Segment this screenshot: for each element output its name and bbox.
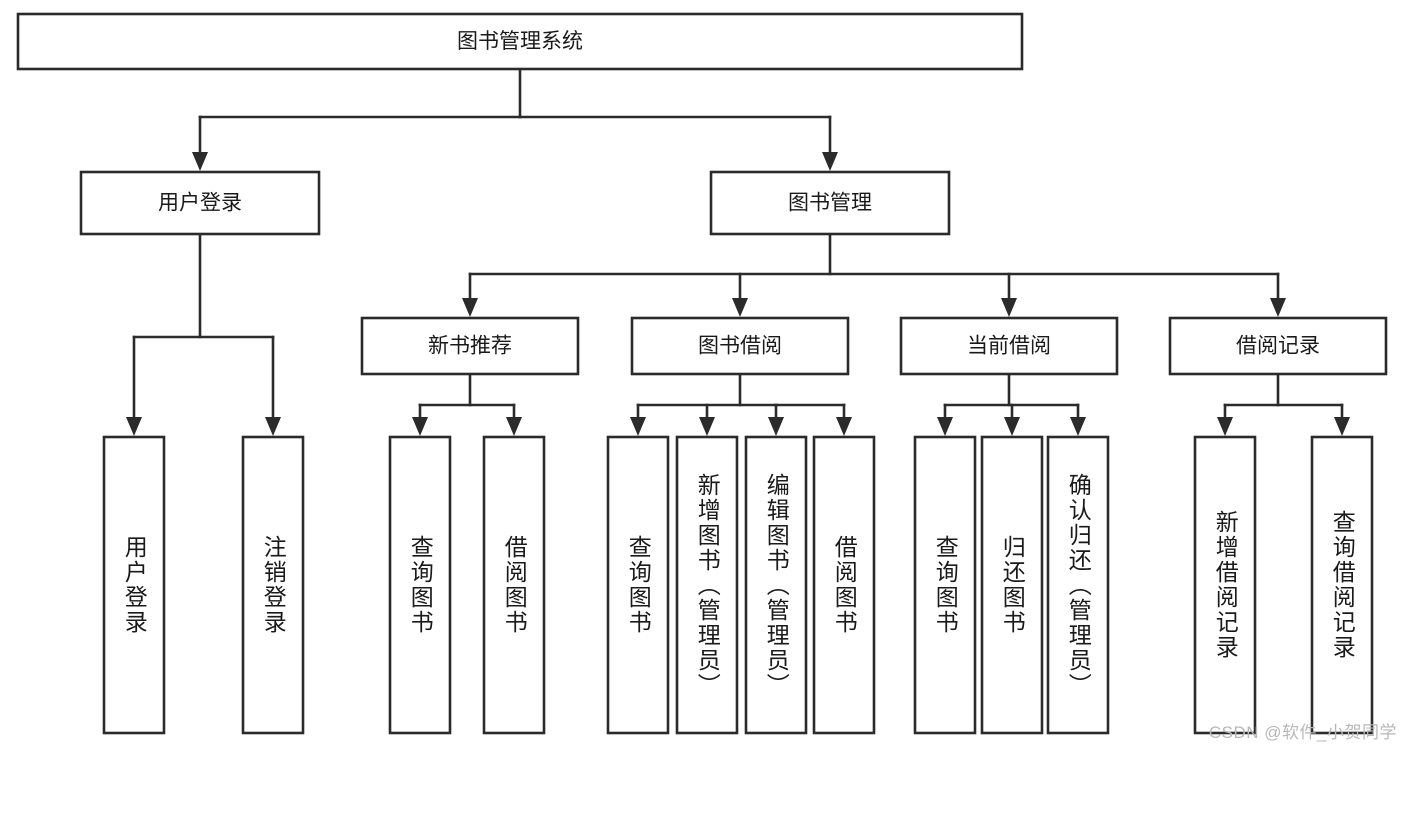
node-current-borrow[interactable]: 当前借阅 bbox=[899, 316, 1119, 376]
node-box[interactable] bbox=[1046, 435, 1110, 735]
node-box[interactable] bbox=[1310, 435, 1374, 735]
node-box[interactable] bbox=[388, 435, 452, 735]
node-leaf-borrow-edit-book[interactable] bbox=[744, 435, 808, 735]
node-label: 图书管理系统 bbox=[457, 30, 583, 53]
arrow-head-icon bbox=[1334, 417, 1350, 436]
arrow-head-icon bbox=[462, 298, 478, 317]
diagram-root: 图书管理系统用户登录图书管理新书推荐图书借阅当前借阅借阅记录 用户登录注销登录查… bbox=[16, 12, 1397, 742]
node-box[interactable] bbox=[482, 435, 546, 735]
node-leaf-rec-borrow-book[interactable] bbox=[482, 435, 546, 735]
node-leaf-user-login[interactable] bbox=[102, 435, 166, 735]
arrow-head-icon bbox=[1070, 417, 1086, 436]
node-book-admin[interactable]: 图书管理 bbox=[709, 170, 951, 236]
connector-book-admin bbox=[462, 232, 1286, 317]
arrow-head-icon bbox=[126, 417, 142, 436]
node-box[interactable] bbox=[899, 316, 1119, 376]
arrow-head-icon bbox=[412, 417, 428, 436]
arrow-head-icon bbox=[1270, 298, 1286, 317]
connector-new-book-rec bbox=[412, 372, 522, 436]
arrow-head-icon bbox=[630, 417, 646, 436]
connector-root bbox=[192, 67, 838, 171]
node-user-login[interactable]: 用户登录 bbox=[79, 170, 321, 236]
node-box[interactable] bbox=[913, 435, 977, 735]
arrow-head-icon bbox=[1004, 417, 1020, 436]
node-box[interactable] bbox=[79, 170, 321, 236]
arrow-head-icon bbox=[1217, 417, 1233, 436]
node-leaf-user-logout[interactable] bbox=[241, 435, 305, 735]
node-box[interactable] bbox=[102, 435, 166, 735]
arrow-head-icon bbox=[822, 152, 838, 171]
node-label: 当前借阅 bbox=[967, 335, 1051, 358]
node-leaf-rec-query-book[interactable] bbox=[388, 435, 452, 735]
arrow-head-icon bbox=[506, 417, 522, 436]
node-label: 用户登录 bbox=[158, 192, 242, 215]
node-leaf-borrow-borrow-book[interactable] bbox=[812, 435, 876, 735]
connector-borrow-record bbox=[1217, 372, 1350, 436]
node-box[interactable] bbox=[1168, 316, 1388, 376]
node-box[interactable] bbox=[241, 435, 305, 735]
arrow-head-icon bbox=[699, 417, 715, 436]
node-leaf-rec-add-record[interactable] bbox=[1193, 435, 1257, 735]
node-book-borrow[interactable]: 图书借阅 bbox=[630, 316, 850, 376]
arrow-head-icon bbox=[265, 417, 281, 436]
node-box[interactable] bbox=[980, 435, 1044, 735]
node-label: 图书管理 bbox=[788, 192, 872, 215]
arrow-head-icon bbox=[732, 298, 748, 317]
node-leaf-rec-query-record[interactable] bbox=[1310, 435, 1374, 735]
arrow-head-icon bbox=[1001, 298, 1017, 317]
node-leaf-borrow-query-book[interactable] bbox=[606, 435, 670, 735]
node-box[interactable] bbox=[744, 435, 808, 735]
arrow-head-icon bbox=[836, 417, 852, 436]
connector-current-borrow bbox=[937, 372, 1086, 436]
node-box[interactable] bbox=[606, 435, 670, 735]
node-leaf-borrow-add-book[interactable] bbox=[675, 435, 739, 735]
node-root[interactable]: 图书管理系统 bbox=[16, 12, 1024, 71]
node-box[interactable] bbox=[16, 12, 1024, 71]
connectors-layer bbox=[126, 67, 1350, 436]
connector-book-borrow bbox=[630, 372, 852, 436]
node-box[interactable] bbox=[1193, 435, 1257, 735]
node-box[interactable] bbox=[675, 435, 739, 735]
node-leaf-cur-confirm-return[interactable] bbox=[1046, 435, 1110, 735]
node-borrow-record[interactable]: 借阅记录 bbox=[1168, 316, 1388, 376]
arrow-head-icon bbox=[937, 417, 953, 436]
arrow-head-icon bbox=[768, 417, 784, 436]
node-label: 借阅记录 bbox=[1236, 335, 1320, 358]
node-label: 图书借阅 bbox=[698, 335, 782, 358]
node-box[interactable] bbox=[812, 435, 876, 735]
node-new-book-rec[interactable]: 新书推荐 bbox=[360, 316, 580, 376]
node-leaf-cur-return-book[interactable] bbox=[980, 435, 1044, 735]
connector-user-login bbox=[126, 232, 281, 436]
node-box[interactable] bbox=[630, 316, 850, 376]
node-box[interactable] bbox=[360, 316, 580, 376]
node-label: 新书推荐 bbox=[428, 335, 512, 358]
node-box[interactable] bbox=[709, 170, 951, 236]
node-leaf-cur-query-book[interactable] bbox=[913, 435, 977, 735]
watermark-text: CSDN @软件_小贺同学 bbox=[1208, 723, 1397, 742]
arrow-head-icon bbox=[192, 152, 208, 171]
